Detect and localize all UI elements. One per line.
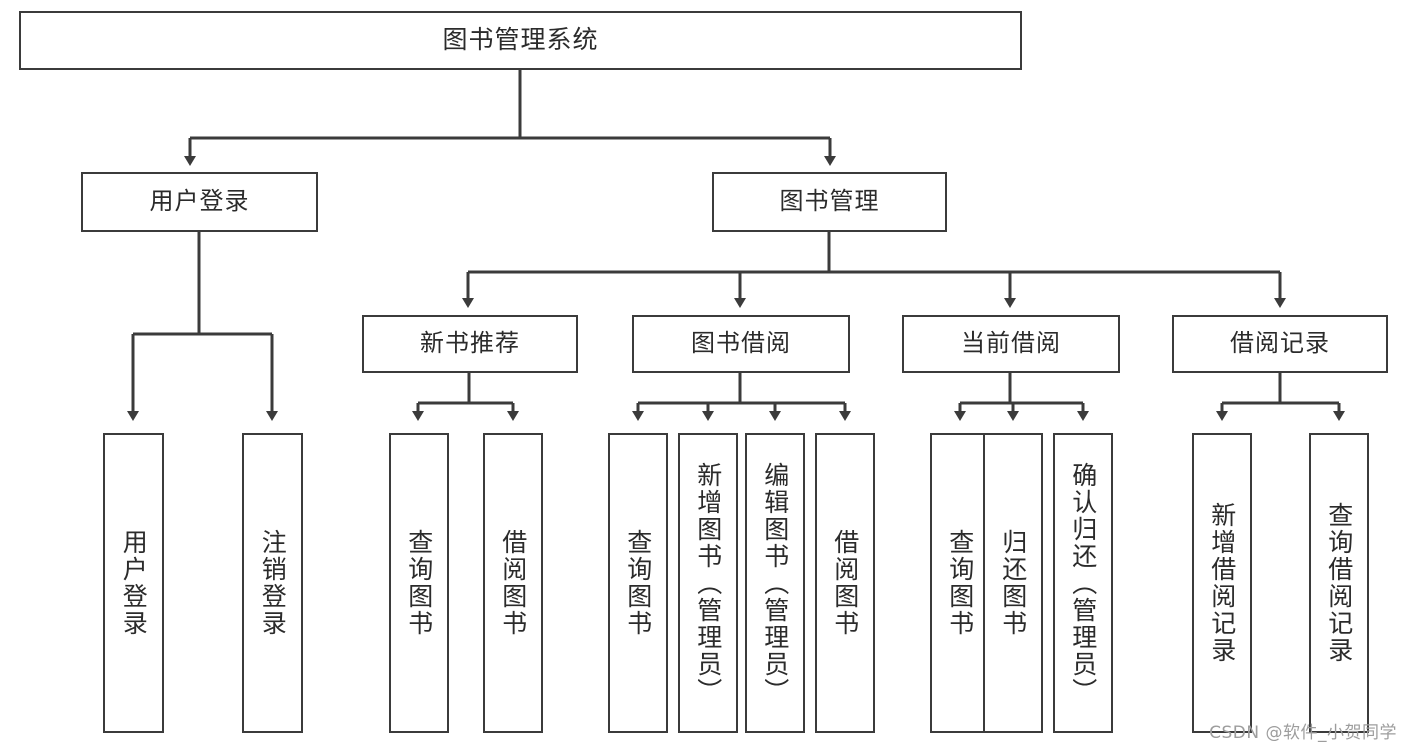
node-leaf-query-record[interactable]: 查询借阅记录 (1309, 433, 1369, 733)
node-leaf-return-book[interactable]: 归还图书 (983, 433, 1043, 733)
csdn-watermark: CSDN @软件_小贺同学 (1209, 723, 1397, 743)
node-leaf-borrow-book-2[interactable]: 借阅图书 (815, 433, 875, 733)
node-label: 查询图书 (945, 529, 975, 637)
node-current-borrow[interactable]: 当前借阅 (902, 315, 1120, 373)
node-label: 注销登录 (258, 529, 288, 637)
node-leaf-add-book[interactable]: 新增图书（管理员） (678, 433, 738, 733)
node-label: 归还图书 (998, 529, 1028, 637)
node-leaf-borrow-book-1[interactable]: 借阅图书 (483, 433, 543, 733)
node-leaf-user-login[interactable]: 用户登录 (103, 433, 164, 733)
node-label: 图书管理 (779, 187, 880, 216)
node-user-login[interactable]: 用户登录 (81, 172, 318, 232)
node-label: 确认归还（管理员） (1068, 461, 1098, 705)
node-label: 新书推荐 (420, 329, 520, 358)
node-book-manage[interactable]: 图书管理 (712, 172, 947, 232)
node-new-book-rec[interactable]: 新书推荐 (362, 315, 578, 373)
node-label: 新增借阅记录 (1207, 502, 1237, 664)
node-label: 查询借阅记录 (1324, 502, 1354, 664)
node-label: 借阅记录 (1230, 329, 1330, 358)
node-leaf-user-logout[interactable]: 注销登录 (242, 433, 303, 733)
node-label: 借阅图书 (498, 529, 528, 637)
node-borrow-record[interactable]: 借阅记录 (1172, 315, 1388, 373)
node-label: 图书借阅 (691, 329, 791, 358)
node-leaf-query-book-3[interactable]: 查询图书 (930, 433, 990, 733)
node-label: 图书管理系统 (442, 25, 599, 55)
node-root-system[interactable]: 图书管理系统 (19, 11, 1022, 70)
node-book-borrow[interactable]: 图书借阅 (632, 315, 850, 373)
node-leaf-edit-book[interactable]: 编辑图书（管理员） (745, 433, 805, 733)
node-label: 新增图书（管理员） (693, 461, 723, 705)
node-label: 用户登录 (149, 187, 250, 216)
node-label: 当前借阅 (961, 329, 1061, 358)
node-label: 借阅图书 (830, 529, 860, 637)
node-leaf-add-record[interactable]: 新增借阅记录 (1192, 433, 1252, 733)
node-label: 查询图书 (404, 529, 434, 637)
node-leaf-query-book-1[interactable]: 查询图书 (389, 433, 449, 733)
node-leaf-confirm-return[interactable]: 确认归还（管理员） (1053, 433, 1113, 733)
node-label: 查询图书 (623, 529, 653, 637)
node-leaf-query-book-2[interactable]: 查询图书 (608, 433, 668, 733)
node-label: 用户登录 (119, 529, 149, 637)
node-label: 编辑图书（管理员） (760, 461, 790, 705)
